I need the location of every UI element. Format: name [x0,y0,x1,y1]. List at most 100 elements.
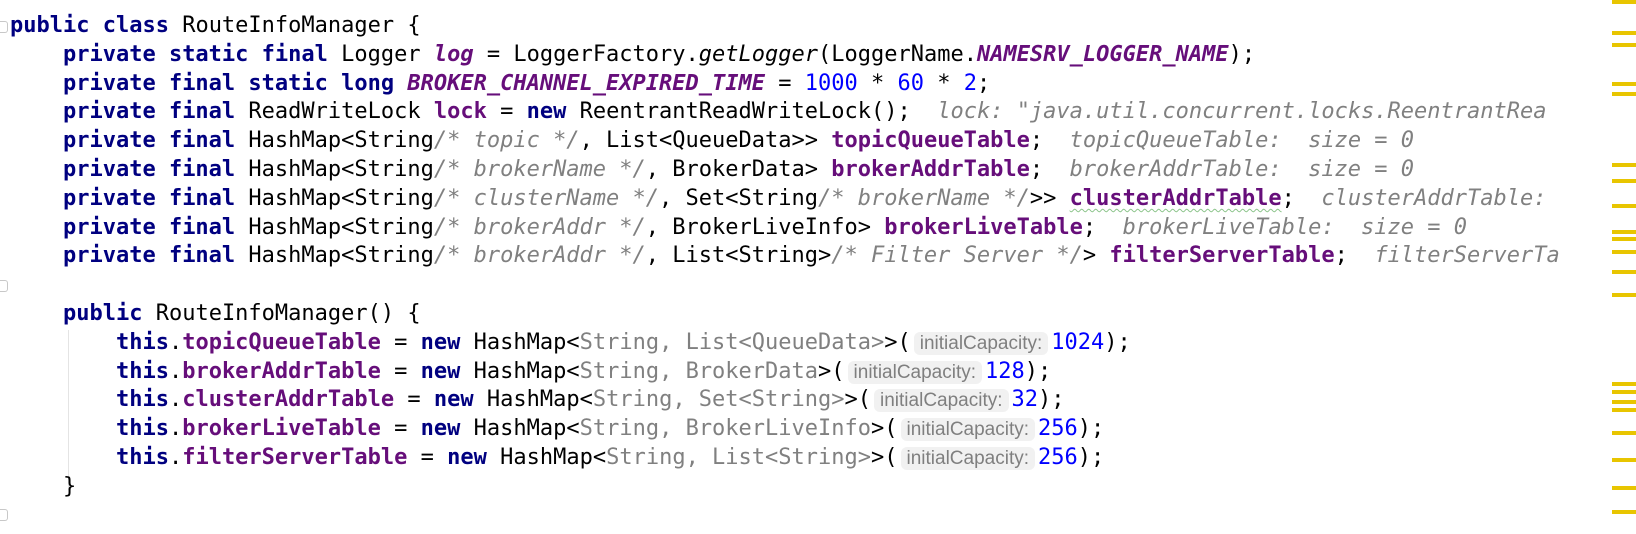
fold-end-icon[interactable] [0,509,8,521]
warning-marker[interactable] [1612,510,1636,514]
code-token [10,416,116,441]
number-literal: 2 [963,70,977,96]
warning-marker[interactable] [1612,0,1636,4]
code-token: = [407,444,448,470]
code-token [10,301,63,326]
comment: /* Filter Server */ [831,243,1083,269]
code-token: ReadWriteLock [235,99,434,125]
warning-marker[interactable] [1612,382,1636,386]
code-token: ); [1024,358,1052,384]
field-name: topicQueueTable [831,128,1030,154]
code-line[interactable]: this.clusterAddrTable = new HashMap<Stri… [10,386,1560,415]
code-token: >( [871,416,898,442]
code-token: ); [1077,416,1105,442]
warning-marker[interactable] [1612,163,1636,168]
code-token: * [857,70,898,96]
parameter-hint: initialCapacity: [900,446,1035,470]
keyword: this [115,387,169,413]
code-token: HashMap< [473,387,593,413]
code-line[interactable] [10,271,1560,300]
keyword: private final [62,156,236,182]
code-line[interactable]: private final HashMap<String/* brokerAdd… [10,242,1560,271]
code-token: . [168,358,183,384]
warning-marker[interactable] [1612,293,1636,298]
warning-marker[interactable] [1612,408,1636,412]
warning-marker[interactable] [1612,178,1636,183]
code-token: HashMap< [460,416,580,442]
code-token: ); [1228,41,1256,67]
code-line[interactable]: private static final Logger log = Logger… [10,41,1560,70]
code-area[interactable]: public class RouteInfoManager { private … [10,12,1560,502]
code-token: >( [871,444,898,470]
keyword: public [62,300,143,326]
keyword: new [433,387,474,413]
comment: /* clusterName */ [433,185,660,211]
parameter-hint: initialCapacity: [874,389,1009,413]
warning-marker[interactable] [1612,204,1636,208]
type-argument: String, BrokerLiveInfo [579,416,872,442]
warning-marker[interactable] [1612,390,1636,394]
code-line[interactable]: this.brokerAddrTable = new HashMap<Strin… [10,358,1560,387]
code-token: HashMap<String [235,185,434,211]
code-token: } [10,473,77,499]
code-line[interactable]: private final ReadWriteLock lock = new R… [10,98,1560,127]
fold-constructor-icon[interactable] [0,280,8,292]
keyword: private final [62,243,236,269]
code-token: ; [1029,156,1070,182]
warning-marker[interactable] [1612,30,1636,35]
code-token: HashMap< [460,329,580,355]
code-token: HashMap< [486,444,607,470]
debug-value: filterServerTa [1374,243,1560,269]
number-literal: 1000 [804,70,858,96]
code-line[interactable]: public class RouteInfoManager { [10,12,1560,41]
keyword: this [115,444,169,470]
code-line[interactable]: } [10,473,1560,502]
code-line[interactable]: this.brokerLiveTable = new HashMap<Strin… [10,415,1560,444]
debug-value: clusterAddrTable: [1321,185,1547,211]
warning-marker[interactable] [1612,43,1636,48]
static-field: NAMESRV_LOGGER_NAME [976,41,1229,67]
warning-marker[interactable] [1612,400,1636,404]
warning-marker[interactable] [1612,458,1636,462]
parameter-hint: initialCapacity: [900,418,1036,442]
warning-marker[interactable] [1612,237,1636,242]
type-argument: String, BrokerData [579,358,819,384]
code-line[interactable]: private final HashMap<String/* clusterNa… [10,185,1560,214]
code-token: = [765,70,805,96]
code-token: HashMap<String [235,243,434,269]
code-token: . [168,387,183,413]
code-line[interactable]: this.filterServerTable = new HashMap<Str… [10,444,1560,473]
number-literal: 128 [985,358,1025,384]
warning-marker[interactable] [1612,486,1636,490]
warning-marker[interactable] [1612,431,1636,435]
warning-marker[interactable] [1612,81,1636,86]
code-line[interactable]: private final HashMap<String/* brokerAdd… [10,214,1560,243]
field-name: brokerLiveTable [884,214,1083,240]
warning-marker[interactable] [1612,229,1636,234]
code-token [10,445,116,470]
code-token: ; [1281,185,1322,211]
code-token [10,359,116,384]
code-token [10,215,63,240]
warning-marker[interactable] [1612,91,1636,96]
warning-marker[interactable] [1612,270,1636,275]
fold-class-icon[interactable] [0,21,8,33]
code-token: = [380,358,421,384]
static-field: BROKER_CHANNEL_EXPIRED_TIME [407,70,765,96]
code-token: >( [884,329,911,355]
code-line[interactable]: private final static long BROKER_CHANNEL… [10,70,1560,99]
code-line[interactable]: private final HashMap<String/* topic */,… [10,127,1560,156]
code-token: , BrokerData> [645,156,832,182]
code-line[interactable]: private final HashMap<String/* brokerNam… [10,156,1560,185]
code-line[interactable]: this.topicQueueTable = new HashMap<Strin… [10,329,1560,358]
warning-marker[interactable] [1612,249,1636,254]
keyword: public class [10,13,169,38]
keyword: new [420,416,461,442]
keyword: private final [62,128,236,154]
code-line[interactable]: public RouteInfoManager() { [10,300,1560,329]
keyword: private static final [62,41,328,67]
field-name: lock [433,99,487,125]
code-token: ); [1038,387,1065,413]
field-name: topicQueueTable [182,329,381,355]
